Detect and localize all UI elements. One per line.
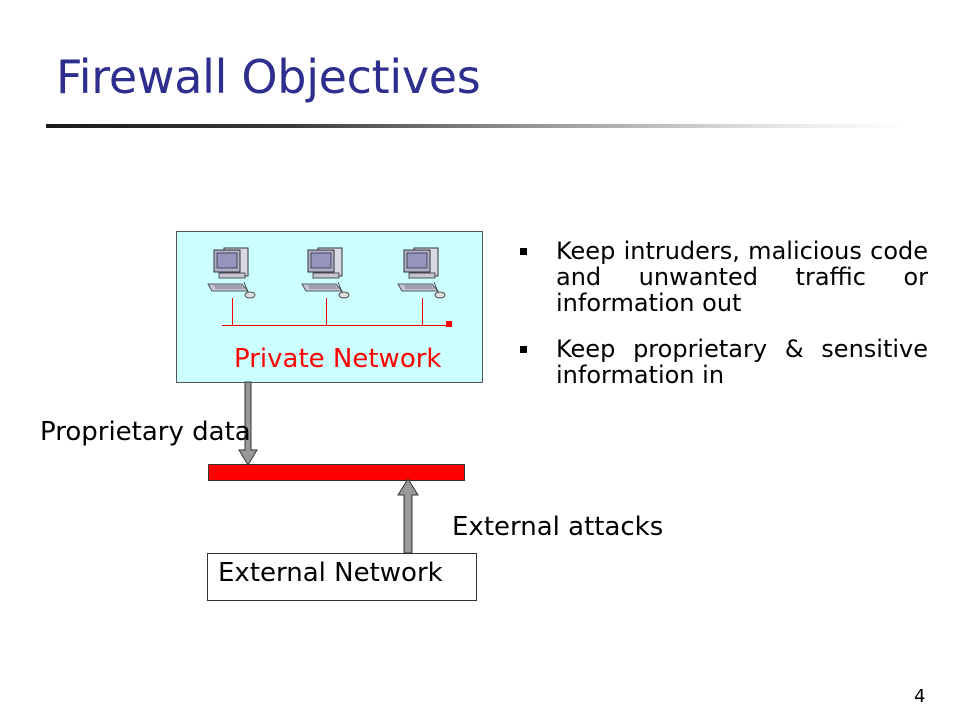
computer-icon	[301, 247, 350, 299]
page-number: 4	[914, 686, 926, 707]
bullet-text: Keep intruders, malicious code and unwan…	[556, 237, 928, 317]
lan-terminator	[446, 321, 452, 327]
external-network-box	[207, 553, 477, 601]
square-bullet-icon	[520, 248, 527, 255]
list-item: Keep intruders, malicious code and unwan…	[518, 238, 928, 316]
title-underline	[46, 124, 906, 128]
lan-drop-2	[326, 298, 327, 325]
lan-cable	[222, 325, 450, 326]
firewall-bar	[208, 464, 465, 481]
private-network-label: Private Network	[234, 344, 442, 374]
external-network-label: External Network	[218, 558, 443, 588]
list-item: Keep proprietary & sensitive information…	[518, 336, 928, 388]
proprietary-data-label: Proprietary data	[40, 417, 251, 447]
computer-icon	[207, 247, 256, 299]
square-bullet-icon	[520, 346, 527, 353]
external-attacks-label: External attacks	[452, 512, 664, 542]
external-attacks-arrow	[397, 478, 419, 554]
bullet-text: Keep proprietary & sensitive information…	[556, 335, 928, 389]
computer-icon	[397, 247, 446, 299]
objectives-list: Keep intruders, malicious code and unwan…	[518, 238, 928, 408]
lan-drop-1	[232, 298, 233, 325]
slide-title: Firewall Objectives	[56, 50, 481, 104]
lan-drop-3	[422, 298, 423, 325]
proprietary-data-arrow	[238, 381, 258, 466]
